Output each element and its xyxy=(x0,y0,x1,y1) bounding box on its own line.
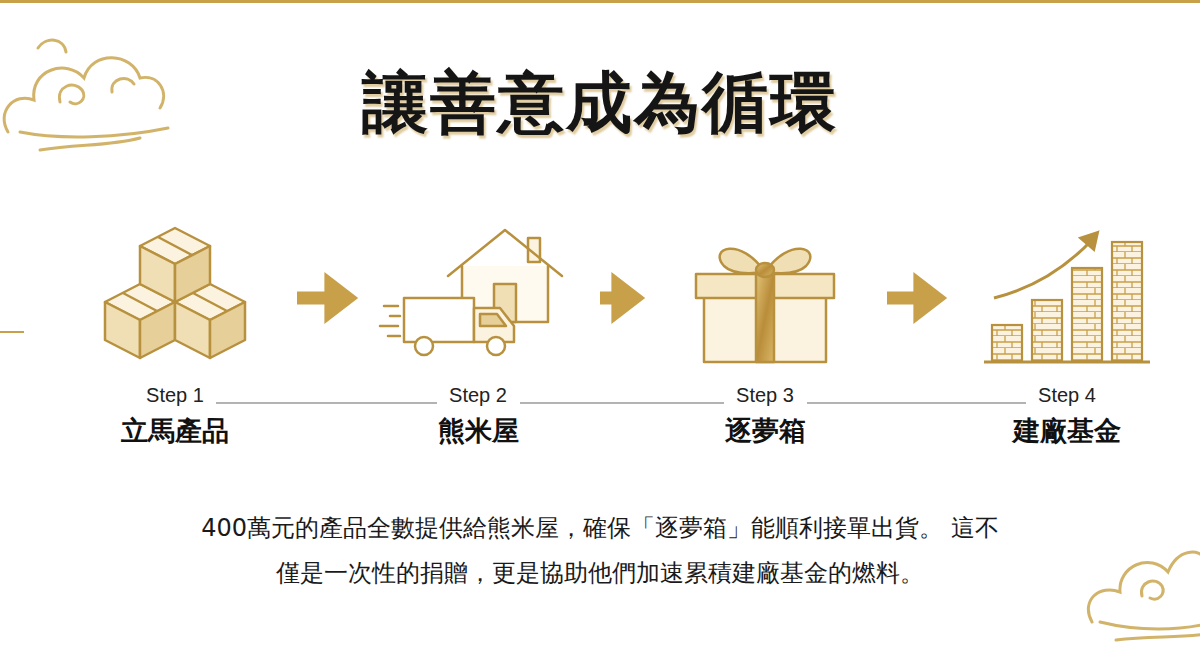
cloud-ornament xyxy=(1088,552,1200,640)
step-name-row: 建廠基金 xyxy=(959,412,1175,450)
top-border xyxy=(0,0,1200,3)
gift-icon xyxy=(696,249,834,362)
step-label: Step 3 xyxy=(732,382,798,408)
step-name-row: 熊米屋 xyxy=(370,412,586,450)
step-label-row: Step 4 xyxy=(959,382,1175,408)
step-label-row: Step 2 xyxy=(370,382,586,408)
step-label-row: Step 1 xyxy=(67,382,283,408)
icon-area xyxy=(370,222,586,382)
flow-arrow xyxy=(600,292,627,305)
icon-area xyxy=(67,222,283,382)
cloud-ornament xyxy=(4,40,168,150)
step-label: Step 4 xyxy=(1034,382,1100,408)
edge-tick xyxy=(0,331,24,333)
step-node: Step 3 逐夢箱 xyxy=(657,222,873,450)
step-name: 立馬產品 xyxy=(67,412,283,450)
step-name-row: 立馬產品 xyxy=(67,412,283,450)
step-label-row: Step 3 xyxy=(657,382,873,408)
icon-area xyxy=(959,222,1175,382)
step-node: Step 2 熊米屋 xyxy=(370,222,586,450)
diagram-title: 讓善意成為循環 xyxy=(0,58,1200,148)
step-label: Step 2 xyxy=(445,382,511,408)
step-label: Step 1 xyxy=(142,382,208,408)
step-name: 逐夢箱 xyxy=(657,412,873,450)
house-truck-icon xyxy=(380,230,562,355)
flow-arrow xyxy=(887,292,929,305)
icon-area xyxy=(657,222,873,382)
step-node: Step 1 立馬產品 xyxy=(67,222,283,450)
caption-text: 400萬元的產品全數提供給熊米屋，確保「逐夢箱」能順利接單出貨。 這不僅是一次性… xyxy=(200,506,1000,596)
timeline-line xyxy=(216,402,1026,403)
boxes-icon xyxy=(105,228,245,358)
growth-chart-icon xyxy=(984,232,1150,362)
step-name: 熊米屋 xyxy=(370,412,586,450)
step-name: 建廠基金 xyxy=(959,412,1175,450)
flow-arrow xyxy=(297,292,340,305)
step-node: Step 4 建廠基金 xyxy=(959,222,1175,450)
step-name-row: 逐夢箱 xyxy=(657,412,873,450)
